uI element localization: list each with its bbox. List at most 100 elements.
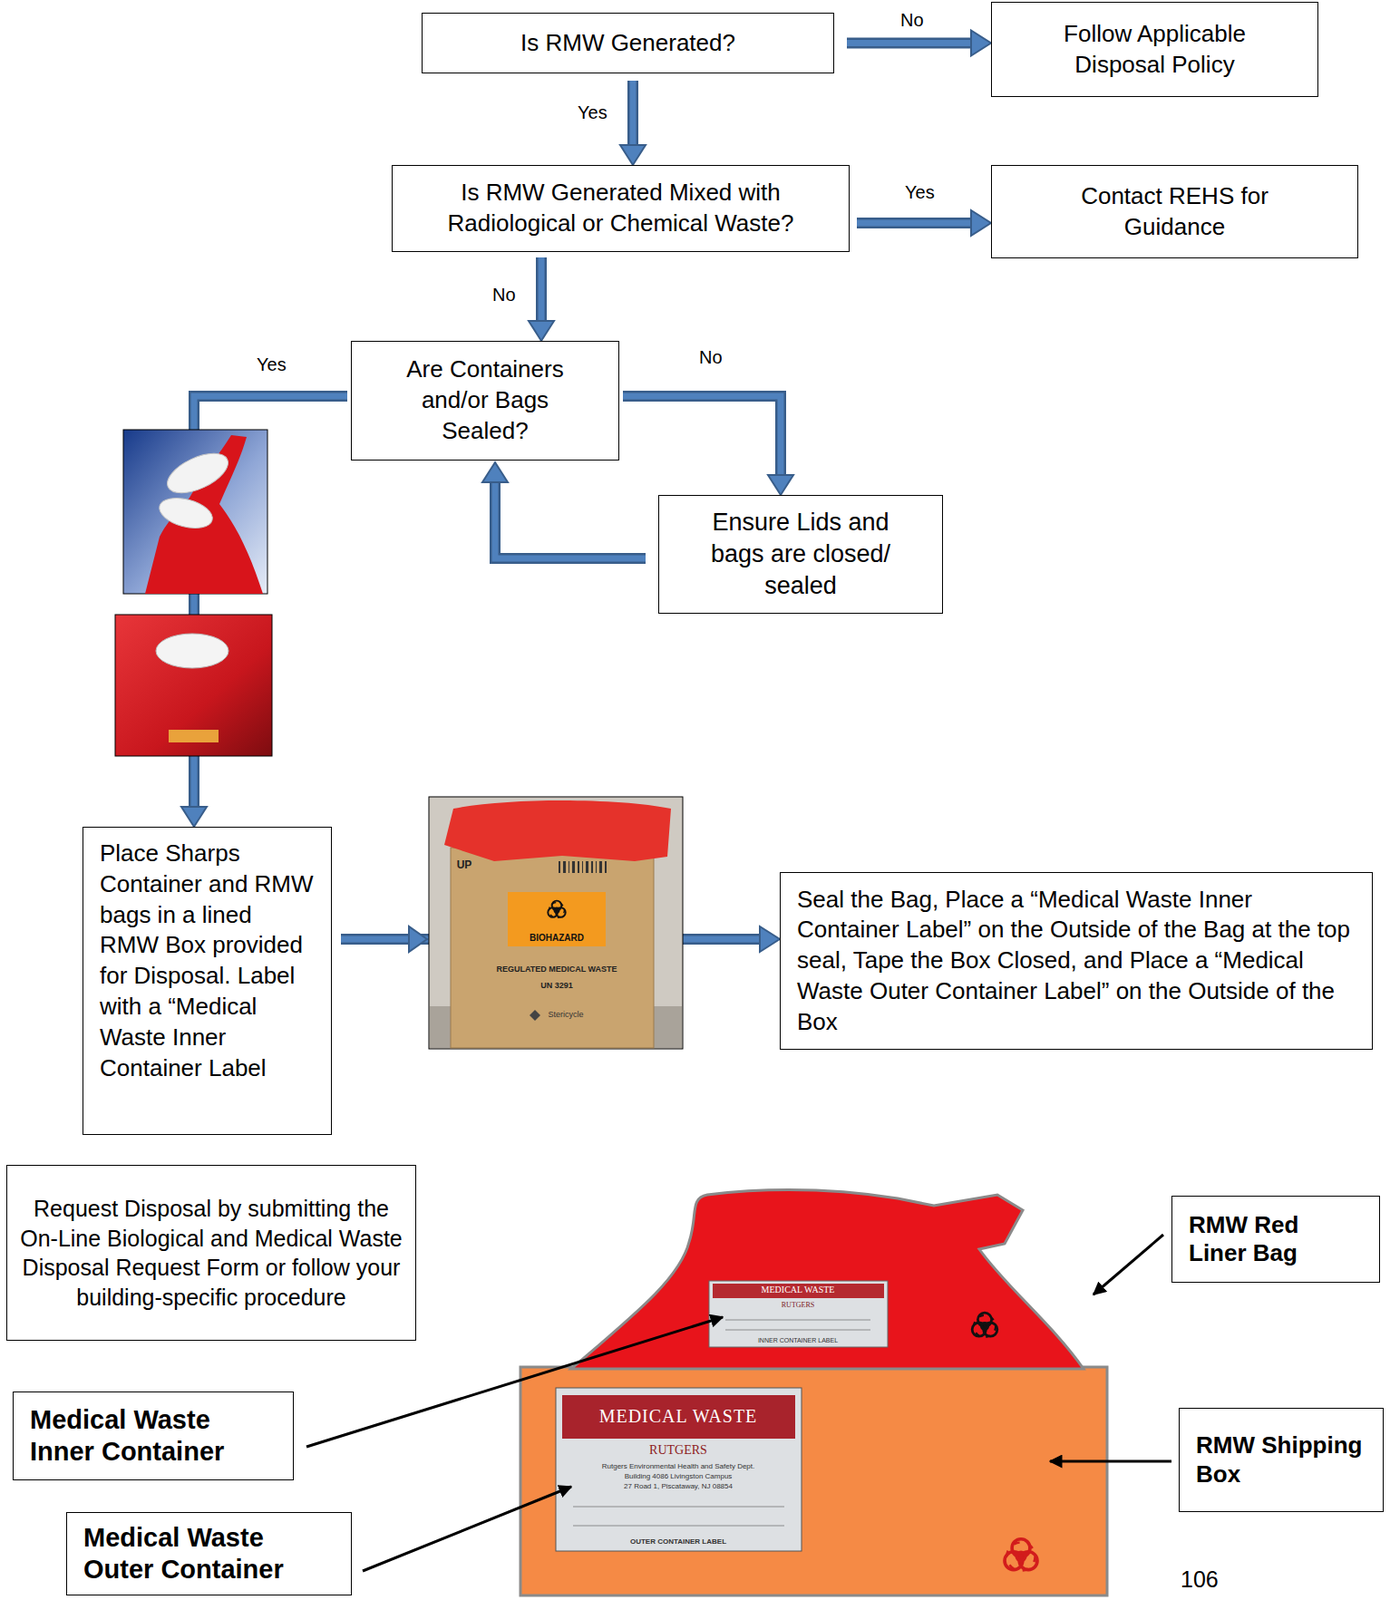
figure-label: MEDICAL WASTE bbox=[599, 1406, 759, 1428]
arrow-outline bbox=[846, 38, 973, 49]
leader-lines bbox=[306, 1234, 1172, 1572]
node-text: RMW Shipping Box bbox=[1195, 1431, 1367, 1488]
biohazard-label bbox=[507, 892, 606, 947]
flow-arrow bbox=[528, 257, 555, 341]
arrow-body bbox=[495, 480, 646, 559]
arrow-outline bbox=[495, 480, 646, 559]
arrow-head bbox=[971, 30, 992, 57]
callout-box: Medical Waste Outer Container bbox=[66, 1512, 352, 1596]
process-box: Place Sharps Container and RMW bags in a… bbox=[82, 826, 332, 1136]
node-text: Is RMW Generated Mixed with Radiological… bbox=[407, 177, 835, 240]
figure-label: Rutgers Environmental Health and Safety … bbox=[602, 1462, 756, 1471]
arrow-outline bbox=[856, 217, 973, 229]
arrow-head bbox=[620, 145, 646, 166]
flow-arrow bbox=[620, 80, 646, 166]
node-text: Seal the Bag, Place a “Medical Waste Inn… bbox=[797, 884, 1356, 1039]
node-text: Contact REHS for Guidance bbox=[1028, 181, 1322, 244]
arrow-head bbox=[528, 320, 555, 341]
arrow-body bbox=[856, 220, 973, 227]
node-text: Is RMW Generated? bbox=[435, 28, 821, 59]
figure-label: OUTER CONTAINER LABEL bbox=[630, 1537, 727, 1546]
node-text: Medical Waste Outer Container bbox=[83, 1522, 335, 1586]
photo-rmw-box bbox=[428, 797, 683, 1050]
arrow-head bbox=[482, 462, 508, 483]
edge-label: No bbox=[696, 346, 726, 369]
label-band bbox=[562, 1395, 796, 1439]
figure-label: 27 Road 1, Piscataway, NJ 08854 bbox=[623, 1482, 733, 1491]
node-text: Request Disposal by submitting the On-Li… bbox=[19, 1194, 403, 1313]
field-line bbox=[573, 1526, 785, 1527]
photo-ground bbox=[115, 614, 273, 757]
shipping-box bbox=[520, 1367, 1108, 1596]
logo bbox=[529, 1010, 541, 1021]
arrow-head bbox=[181, 806, 207, 827]
figure-label: 106 bbox=[1180, 1566, 1219, 1594]
arrow-body bbox=[538, 257, 545, 323]
node-text: Are Containers and/or Bags Sealed? bbox=[375, 354, 595, 447]
cardboard-box bbox=[450, 847, 654, 1049]
process-box: Contact REHS for Guidance bbox=[991, 165, 1359, 259]
flow-arrow bbox=[856, 210, 992, 236]
glove bbox=[155, 493, 216, 535]
callout-box: RMW Shipping Box bbox=[1178, 1408, 1384, 1513]
arrow-body bbox=[846, 39, 973, 47]
leader-line bbox=[1093, 1234, 1164, 1295]
process-box: Request Disposal by submitting the On-Li… bbox=[6, 1165, 417, 1342]
cap bbox=[155, 633, 229, 669]
field-line bbox=[725, 1330, 871, 1332]
decision-box: Are Containers and/or Bags Sealed? bbox=[350, 340, 620, 461]
red-liner-bag bbox=[571, 1190, 1084, 1371]
edge-label: No bbox=[897, 9, 927, 31]
figure-label: REGULATED MEDICAL WASTE bbox=[495, 964, 617, 974]
barcode bbox=[558, 861, 607, 874]
node-text: Place Sharps Container and RMW bags in a… bbox=[99, 838, 315, 1084]
node-text: Follow Applicable Disposal Policy bbox=[1019, 19, 1291, 81]
node-text: RMW Red Liner Bag bbox=[1188, 1211, 1363, 1268]
callout-box: RMW Red Liner Bag bbox=[1171, 1195, 1381, 1284]
figure-label: RUTGERS bbox=[781, 1301, 815, 1310]
glove bbox=[161, 445, 234, 501]
field-line bbox=[725, 1320, 871, 1322]
photo-ground bbox=[123, 429, 268, 594]
figure-label: INNER CONTAINER LABEL bbox=[758, 1337, 838, 1345]
arrow-outline bbox=[535, 257, 547, 323]
edge-label: No bbox=[489, 283, 519, 306]
arrow-head bbox=[971, 210, 992, 236]
figure-label: Building 4086 Livingston Campus bbox=[624, 1472, 733, 1481]
inner-label bbox=[709, 1281, 888, 1348]
leader-line bbox=[362, 1487, 572, 1572]
arrow-head bbox=[759, 926, 780, 953]
callout-box: Medical Waste Inner Container bbox=[12, 1391, 294, 1481]
edge-label: Yes bbox=[902, 181, 938, 204]
edge-label: Yes bbox=[253, 353, 290, 376]
figure-label: BIOHAZARD bbox=[529, 933, 584, 944]
biohazard-symbol bbox=[972, 1312, 998, 1338]
flow-arrow bbox=[622, 396, 794, 496]
figure-label: UP bbox=[456, 859, 473, 873]
edge-label: Yes bbox=[574, 101, 611, 124]
process-box: Ensure Lids and bags are closed/ sealed bbox=[658, 495, 943, 614]
label-band bbox=[712, 1283, 885, 1299]
red-bag bbox=[145, 435, 263, 594]
arrow-body bbox=[622, 396, 781, 477]
arrow-head bbox=[408, 926, 428, 953]
process-box: Is RMW Generated? bbox=[421, 12, 835, 74]
leader-line bbox=[1049, 1460, 1172, 1464]
bag-and-box-figure bbox=[520, 1190, 1108, 1597]
arrow-body bbox=[630, 80, 637, 147]
decision-box: Is RMW Generated Mixed with Radiological… bbox=[391, 165, 850, 253]
node-text: Ensure Lids and bags are closed/ sealed bbox=[684, 506, 917, 603]
arrow-head bbox=[767, 475, 794, 496]
red-liner bbox=[444, 800, 671, 862]
slot bbox=[168, 729, 219, 743]
photo-tied-bag bbox=[123, 429, 268, 594]
figure-label: Stericycle bbox=[547, 1010, 584, 1020]
biohazard-symbol bbox=[1004, 1539, 1038, 1572]
figure-label: MEDICAL WASTE bbox=[761, 1284, 836, 1296]
node-text: Medical Waste Inner Container bbox=[29, 1404, 277, 1468]
biohazard-symbol bbox=[547, 901, 565, 919]
flow-arrow bbox=[482, 462, 646, 559]
photo-ground bbox=[428, 797, 683, 1050]
outer-label bbox=[555, 1388, 802, 1552]
